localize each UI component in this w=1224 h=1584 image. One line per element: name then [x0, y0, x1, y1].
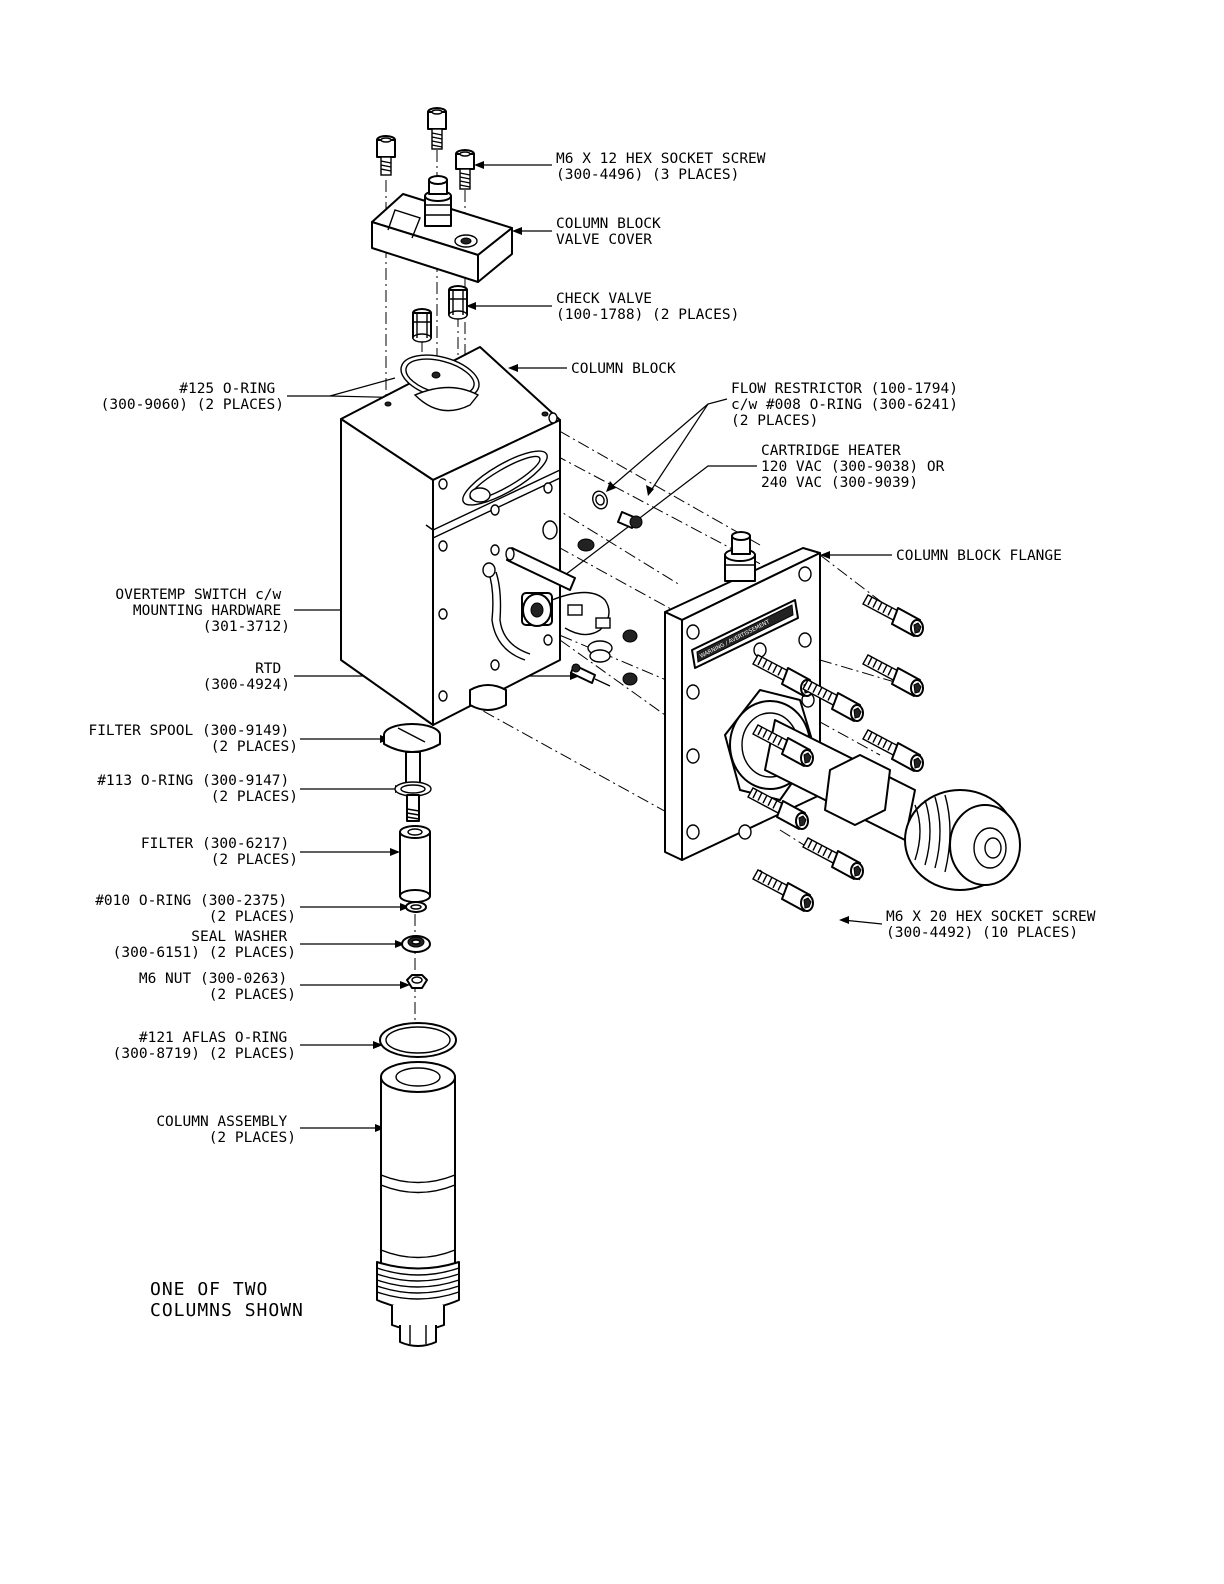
- oring-113: [394, 781, 432, 822]
- label-screw-m6x20: M6 X 20 HEX SOCKET SCREW (300-4492) (10 …: [886, 909, 1104, 941]
- column-block-flange: WARNING / AVERTISSEMENT: [664, 531, 1021, 891]
- screw-m6x12-1: [376, 135, 396, 176]
- label-flow-restrictor: FLOW RESTRICTOR (100-1794) c/w #008 O-RI…: [731, 381, 967, 429]
- label-screw-m6x12: M6 X 12 HEX SOCKET SCREW (300-4496) (3 P…: [556, 151, 774, 183]
- callout-labels: M6 X 12 HEX SOCKET SCREW (300-4496) (3 P…: [88, 151, 1104, 1321]
- screw-m6x20-3: [752, 654, 814, 697]
- column-block: [340, 346, 638, 726]
- label-column-block-flange: COLUMN BLOCK FLANGE: [896, 548, 1062, 564]
- check-valve-2: [448, 285, 468, 320]
- note-one-of-two-columns: ONE OF TWO COLUMNS SHOWN: [150, 1279, 304, 1321]
- label-valve-cover: COLUMN BLOCK VALVE COVER: [556, 216, 670, 248]
- column-block-valve-cover: [371, 175, 513, 283]
- screw-m6x20-8: [802, 837, 864, 880]
- label-check-valve: CHECK VALVE (100-1788) (2 PLACES): [556, 291, 739, 323]
- label-cartridge-heater: CARTRIDGE HEATER 120 VAC (300-9038) OR 2…: [761, 443, 953, 491]
- label-column-block: COLUMN BLOCK: [571, 361, 676, 377]
- aflas-oring: [379, 1022, 457, 1058]
- check-valves: [412, 285, 468, 343]
- check-valve-1: [412, 308, 432, 343]
- label-overtemp-switch: OVERTEMP SWITCH c/w MOUNTING HARDWARE (3…: [115, 587, 290, 635]
- label-aflas-oring: #121 AFLAS O-RING (300-8719) (2 PLACES): [113, 1030, 296, 1062]
- screw-m6x12-3: [455, 149, 475, 190]
- oring-010: [405, 901, 427, 913]
- label-oring-113: #113 O-RING (300-9147) (2 PLACES): [97, 773, 298, 805]
- screw-m6x20-4: [802, 679, 864, 722]
- leader-lines: [287, 164, 892, 1129]
- filter-spool: [383, 723, 441, 793]
- m6x12-screws: [376, 107, 475, 190]
- m6-nut: [406, 974, 428, 989]
- screw-m6x20-6: [752, 724, 814, 767]
- label-filter-spool: FILTER SPOOL (300-9149) (2 PLACES): [88, 723, 298, 755]
- screw-m6x20-7: [747, 787, 809, 830]
- column-assembly: [376, 1061, 460, 1347]
- flow-restrictor: [592, 490, 643, 529]
- m6x20-screws: [747, 594, 924, 912]
- label-column-assembly: COLUMN ASSEMBLY (2 PLACES): [156, 1114, 296, 1146]
- label-oring-125: #125 O-RING (300-9060) (2 PLACES): [101, 381, 284, 413]
- screw-m6x20-9: [752, 869, 814, 912]
- label-seal-washer: SEAL WASHER (300-6151) (2 PLACES): [113, 929, 296, 961]
- screw-m6x20-2: [862, 654, 924, 697]
- seal-washer: [401, 935, 431, 953]
- label-oring-010: #010 O-RING (300-2375) (2 PLACES): [95, 893, 296, 925]
- screw-m6x20-1: [862, 594, 924, 637]
- screw-m6x20-5: [862, 729, 924, 772]
- filter: [399, 825, 431, 903]
- label-filter: FILTER (300-6217) (2 PLACES): [141, 836, 298, 868]
- label-rtd: RTD (300-4924): [203, 661, 290, 693]
- screw-m6x12-2: [427, 107, 447, 150]
- label-m6-nut: M6 NUT (300-0263) (2 PLACES): [139, 971, 296, 1003]
